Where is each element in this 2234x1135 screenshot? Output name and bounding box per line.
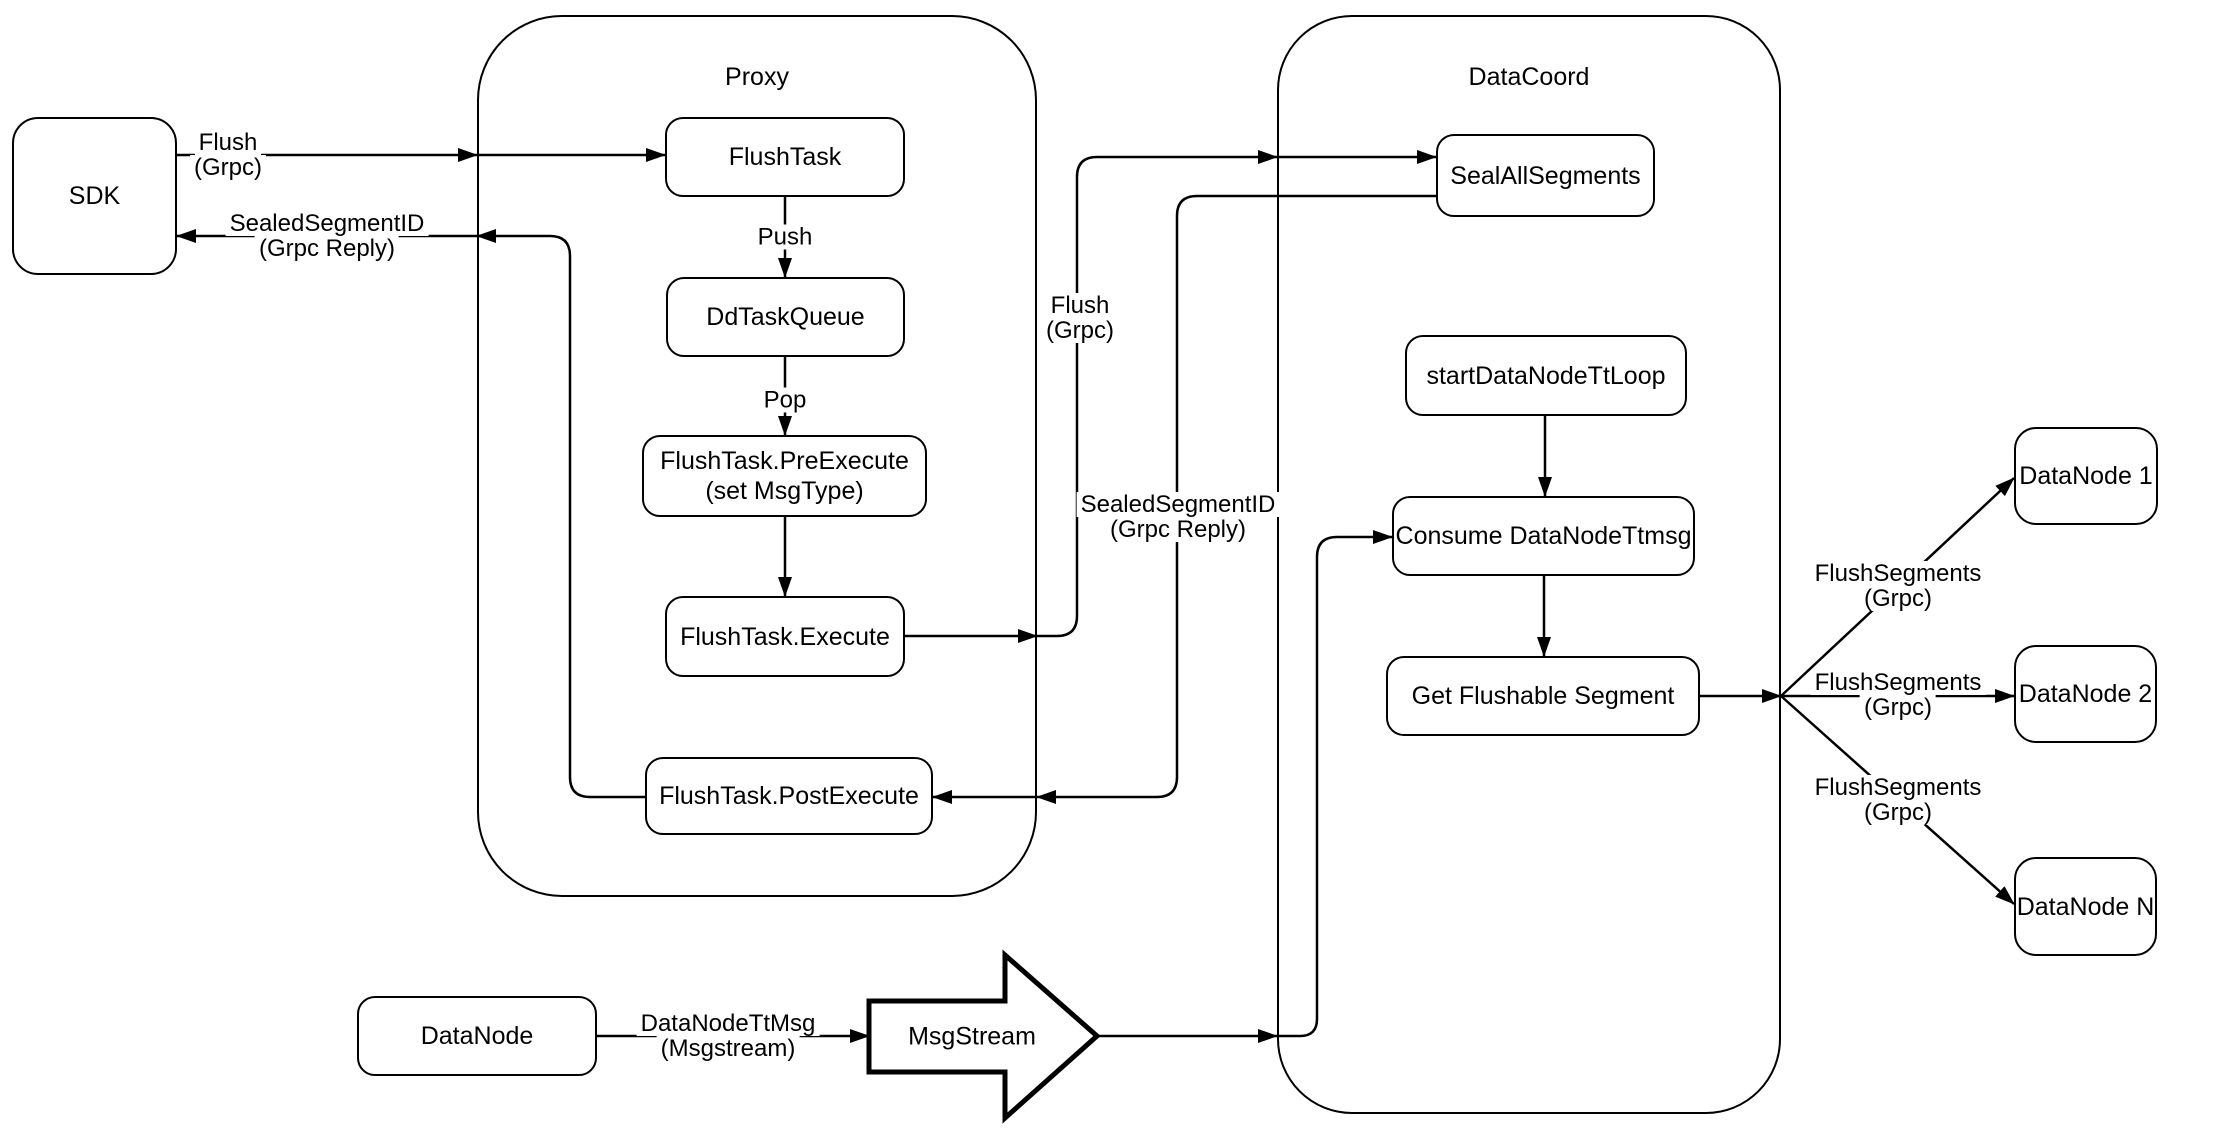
- node-datanode-1: DataNode 1: [2014, 427, 2158, 525]
- edge-postexecute-to-proxy-reply: [476, 229, 645, 799]
- edge-datacoordedge-up-to-consume: [1277, 530, 1393, 1038]
- node-datanode-bottom: DataNode: [357, 996, 597, 1076]
- datacoord-container: DataCoord: [1277, 15, 1781, 1114]
- node-consume-datanodettmsg: Consume DataNodeTtmsg: [1392, 496, 1695, 576]
- datacoord-container-title: DataCoord: [1468, 63, 1590, 91]
- edge-label-flush-grpc-sdk: Flush (Grpc): [190, 130, 266, 180]
- edge-label-flushsegments-1: FlushSegments (Grpc): [1810, 561, 1986, 611]
- edge-label-sealedsegmentid-sdk: SealedSegmentID (Grpc Reply): [225, 211, 429, 261]
- msgstream-shape-label: MsgStream: [908, 1022, 1036, 1051]
- node-get-flushable-segment: Get Flushable Segment: [1386, 656, 1700, 736]
- msgstream-arrow-shape: [866, 949, 1101, 1124]
- node-flushtask-preexecute: FlushTask.PreExecute (set MsgType): [642, 435, 927, 517]
- edge-label-flushsegments-2: FlushSegments (Grpc): [1810, 670, 1986, 720]
- proxy-container-title: Proxy: [725, 63, 789, 91]
- node-flushtask-postexecute: FlushTask.PostExecute: [645, 757, 933, 835]
- node-datanode-2: DataNode 2: [2014, 645, 2157, 743]
- edge-label-sealedsegmentid-mid: SealedSegmentID (Grpc Reply): [1076, 492, 1280, 542]
- node-flushtask-execute: FlushTask.Execute: [665, 596, 905, 677]
- proxy-container: Proxy: [477, 15, 1037, 897]
- node-datanode-n: DataNode N: [2014, 857, 2157, 956]
- edge-label-flush-grpc-mid: Flush (Grpc): [1042, 293, 1118, 343]
- edge-label-datanodettmsg: DataNodeTtMsg (Msgstream): [636, 1011, 820, 1061]
- node-ddtaskqueue: DdTaskQueue: [666, 277, 905, 357]
- edge-label-flushsegments-3: FlushSegments (Grpc): [1810, 775, 1986, 825]
- edge-proxyedge-up-to-datacoord: [1037, 150, 1278, 638]
- node-startdatanodettloop: startDataNodeTtLoop: [1405, 335, 1687, 416]
- node-sdk: SDK: [12, 117, 177, 275]
- node-flushtask: FlushTask: [665, 117, 905, 197]
- edge-label-pop: Pop: [759, 387, 811, 413]
- node-sealallsegments: SealAllSegments: [1436, 134, 1655, 217]
- edge-label-push: Push: [753, 224, 817, 250]
